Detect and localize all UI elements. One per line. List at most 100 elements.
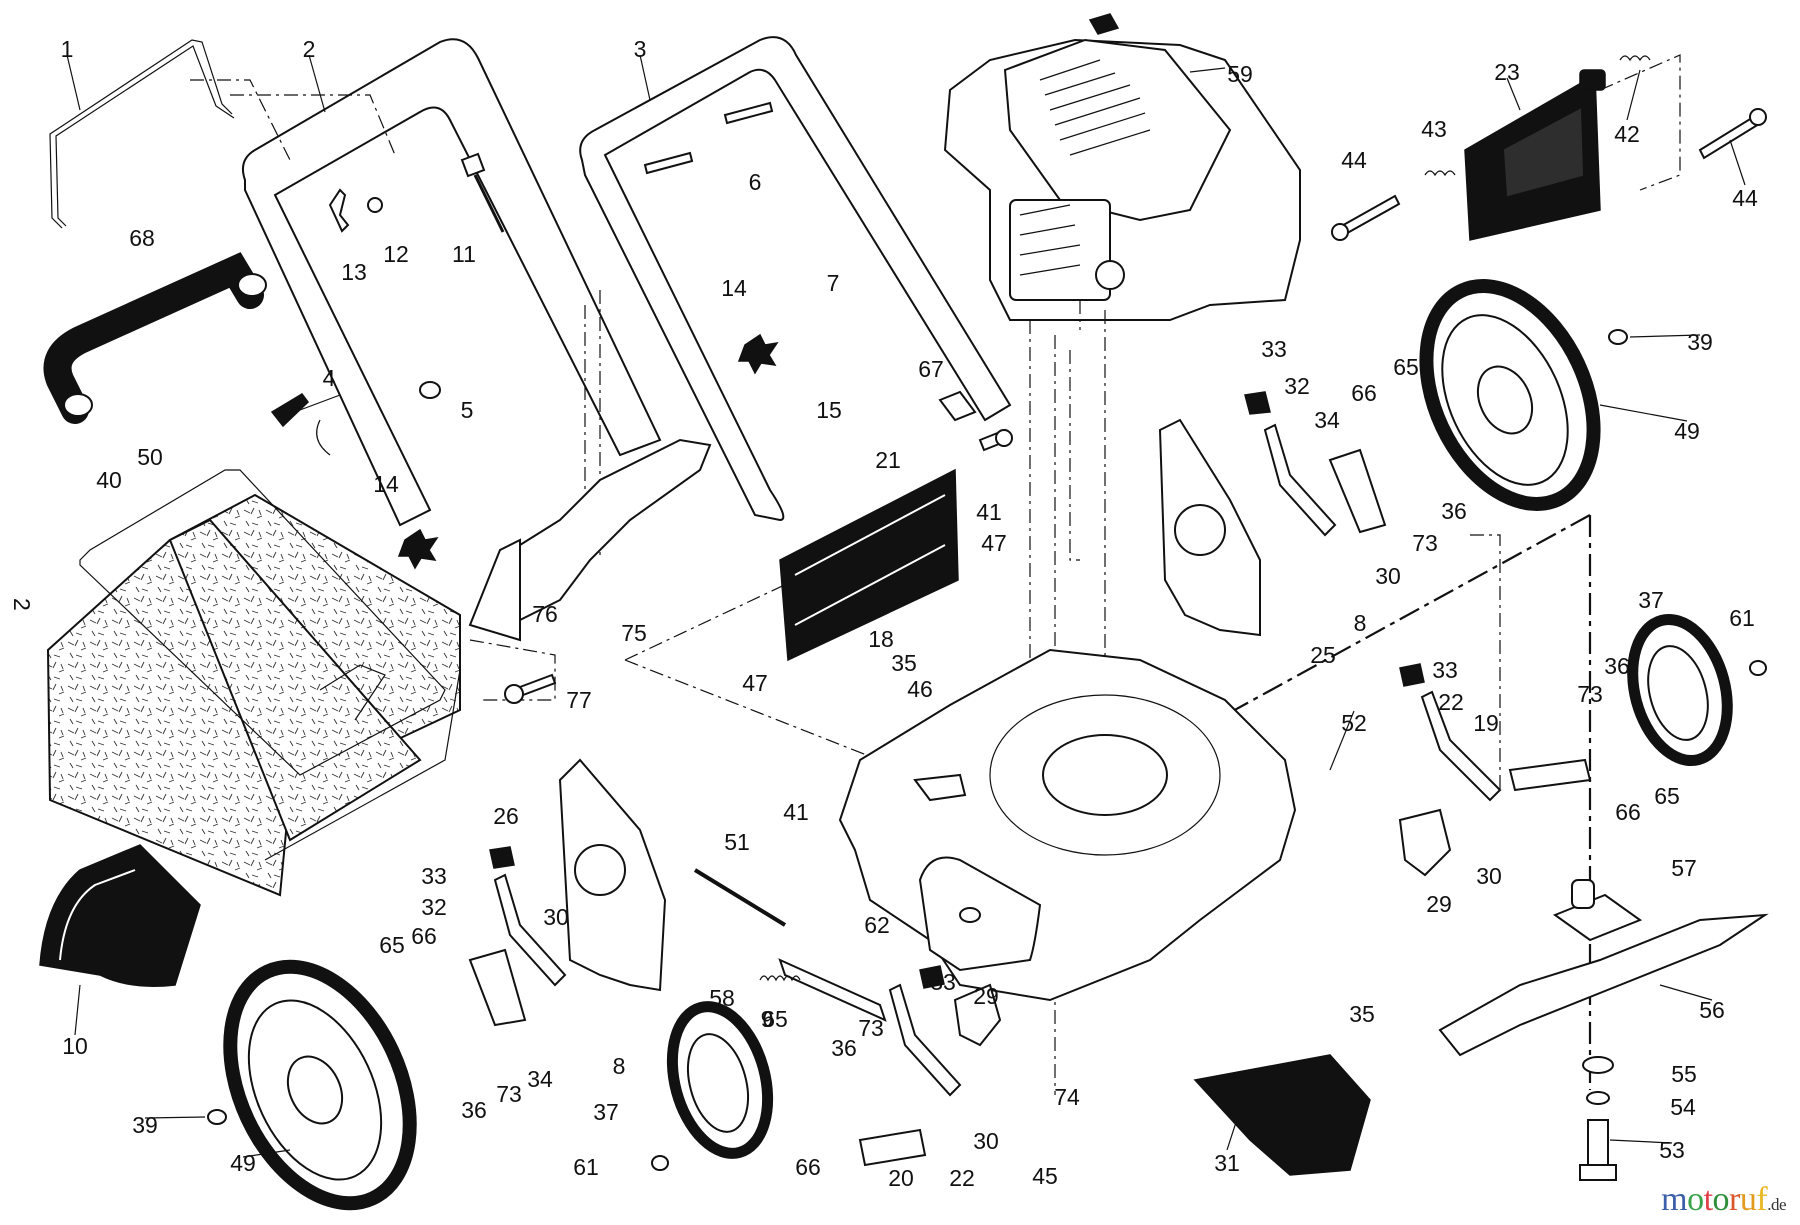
part-61-hub-cap-a — [1749, 660, 1767, 676]
callout-26: 26 — [493, 803, 519, 829]
part-61-hub-cap-b — [651, 1155, 669, 1171]
watermark-letter: r — [1729, 1181, 1740, 1218]
part-51-pin — [693, 868, 787, 927]
callout-52: 52 — [1341, 710, 1367, 736]
callout-14: 14 — [721, 275, 747, 301]
callout-37: 37 — [593, 1099, 619, 1125]
callout-32: 32 — [1284, 373, 1310, 399]
callout-61: 61 — [573, 1154, 599, 1180]
part-34-axle-bracket-c — [468, 948, 527, 1027]
callout-3: 3 — [634, 36, 647, 62]
callout-43: 43 — [1421, 116, 1447, 142]
watermark-letter: f — [1756, 1181, 1768, 1218]
callout-41: 41 — [976, 499, 1002, 525]
callout-66: 66 — [795, 1154, 821, 1180]
callout-53: 53 — [1659, 1137, 1685, 1163]
part-39-hub-cap-a — [1608, 329, 1628, 345]
callout-66: 66 — [1351, 380, 1377, 406]
callout-35: 35 — [1349, 1001, 1375, 1027]
callout-47: 47 — [981, 530, 1007, 556]
leader-lines — [66, 54, 1746, 1158]
callout-39: 39 — [1687, 329, 1713, 355]
part-6-bolts — [643, 101, 774, 175]
callout-66: 66 — [411, 923, 437, 949]
watermark-tld: .de — [1767, 1195, 1786, 1214]
callout-44: 44 — [1341, 147, 1367, 173]
part-44-bolt-a — [1331, 194, 1401, 241]
callout-77: 77 — [566, 687, 592, 713]
callout-12: 12 — [383, 241, 409, 267]
callout-25: 25 — [1310, 642, 1336, 668]
callout-41: 41 — [783, 799, 809, 825]
part-39-hub-cap-b — [207, 1109, 227, 1125]
callout-37: 37 — [1638, 587, 1664, 613]
callout-8: 8 — [613, 1053, 626, 1079]
part-56-blade — [1438, 913, 1769, 1057]
callout-45: 45 — [1032, 1163, 1058, 1189]
side-page-label: 2 — [9, 598, 35, 611]
part-3-lower-handle — [579, 36, 1012, 522]
callout-30: 30 — [543, 904, 569, 930]
callout-15: 15 — [816, 397, 842, 423]
callout-20: 20 — [888, 1165, 914, 1191]
callout-10: 10 — [62, 1033, 88, 1059]
callout-33: 33 — [421, 863, 447, 889]
callout-30: 30 — [1476, 863, 1502, 889]
callout-34: 34 — [527, 1066, 553, 1092]
part-40-grass-bag — [46, 493, 461, 897]
part-42-spring — [1619, 55, 1651, 62]
callout-66: 66 — [1615, 799, 1641, 825]
watermark-letter: o — [1712, 1181, 1730, 1218]
part-29-gear-plate-a — [1398, 808, 1452, 877]
part-67-clamp — [938, 390, 977, 422]
part-31-discharge-deflector — [1193, 1054, 1371, 1176]
callout-56: 56 — [1699, 997, 1725, 1023]
callout-31: 31 — [1214, 1150, 1240, 1176]
callout-33: 33 — [930, 969, 956, 995]
callout-57: 57 — [1671, 855, 1697, 881]
callout-22: 22 — [1438, 689, 1464, 715]
callout-36: 36 — [831, 1035, 857, 1061]
callout-33: 33 — [1261, 336, 1287, 362]
callout-65: 65 — [379, 932, 405, 958]
callout-21: 21 — [875, 447, 901, 473]
part-49-rear-wheel-left — [223, 959, 417, 1211]
watermark-letter: m — [1661, 1181, 1688, 1218]
callout-18: 18 — [868, 626, 894, 652]
callout-35: 35 — [891, 650, 917, 676]
callout-1: 1 — [61, 36, 74, 62]
callout-40: 40 — [96, 467, 122, 493]
part-26-height-bracket-left — [558, 758, 667, 992]
callout-68: 68 — [129, 225, 155, 251]
part-41-bolt-a — [978, 428, 1013, 452]
callout-73: 73 — [496, 1081, 522, 1107]
part-59-engine — [943, 13, 1301, 321]
callout-22: 22 — [949, 1165, 975, 1191]
callout-36: 36 — [1441, 498, 1467, 524]
callout-61: 61 — [1729, 605, 1755, 631]
part-54-washer — [1586, 1091, 1610, 1105]
watermark-letter: o — [1687, 1181, 1704, 1218]
callout-11: 11 — [452, 241, 476, 267]
callout-2: 2 — [303, 36, 316, 62]
callout-65: 65 — [1654, 783, 1680, 809]
part-37-front-wheel-right — [1627, 613, 1733, 767]
part-20-axle-bracket-d — [858, 1128, 927, 1167]
callout-62: 62 — [864, 912, 890, 938]
callout-55: 55 — [1671, 1061, 1697, 1087]
callout-6: 6 — [749, 169, 762, 195]
part-14-knob-b — [397, 528, 439, 570]
callout-8: 8 — [1354, 610, 1367, 636]
part-53-bolt — [1579, 1119, 1617, 1181]
callout-73: 73 — [1577, 681, 1603, 707]
callout-59: 59 — [1227, 61, 1253, 87]
part-43-spring — [1424, 170, 1456, 177]
callout-14: 14 — [373, 471, 399, 497]
callout-9: 9 — [761, 1006, 774, 1032]
part-14-knob-a — [737, 333, 779, 375]
callout-32: 32 — [421, 894, 447, 920]
part-4-cable-knob — [270, 393, 341, 456]
callout-58: 58 — [709, 985, 735, 1011]
